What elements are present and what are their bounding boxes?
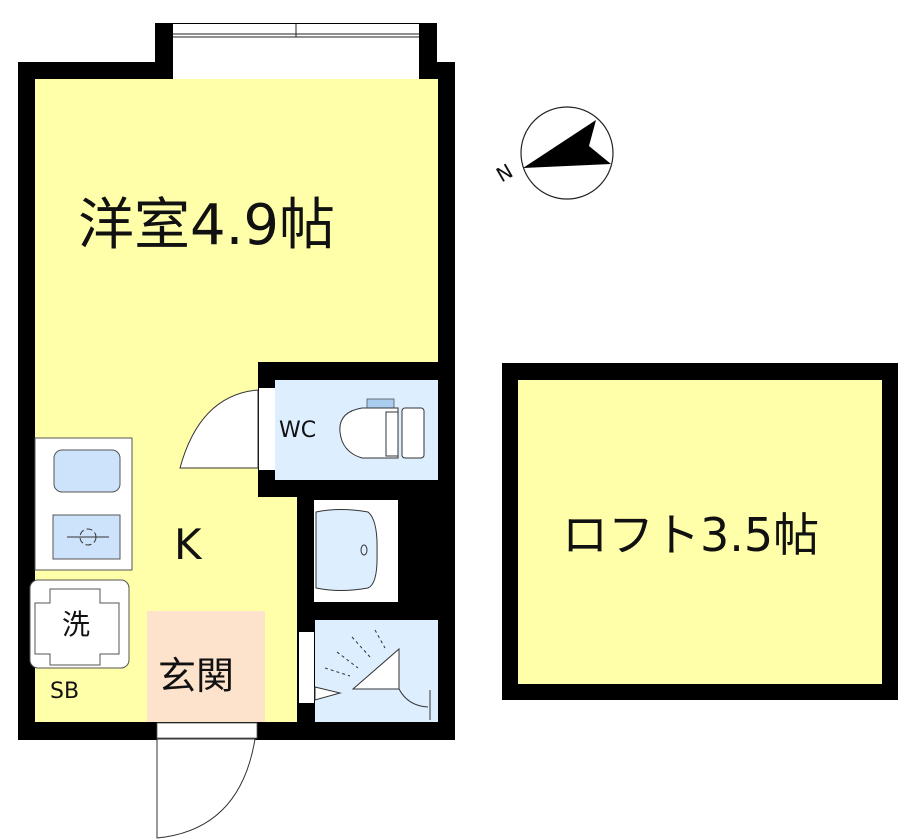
loft-label: ロフト3.5帖: [562, 508, 820, 562]
sink-icon: [53, 449, 121, 493]
entrance: [147, 611, 265, 722]
toilet-icon: [339, 407, 399, 459]
bathroom-door-opening: [299, 632, 314, 703]
entry-door-swing: [156, 738, 256, 839]
toilet-door-opening: [259, 388, 275, 470]
entry-door-opening: [156, 722, 258, 739]
entrance-label: 玄関: [158, 654, 235, 698]
washbasin-icon: [315, 509, 378, 591]
washer-label: 洗: [62, 608, 91, 641]
kitchen-label: K: [174, 520, 202, 569]
toilet-door-swing: [179, 389, 259, 469]
compass-icon: [520, 106, 614, 200]
toilet-label: WC: [279, 418, 317, 443]
shower-door-icon: [351, 647, 400, 690]
shoebox-label: SB: [50, 679, 80, 704]
western-room-label: 洋室4.9帖: [78, 193, 336, 258]
